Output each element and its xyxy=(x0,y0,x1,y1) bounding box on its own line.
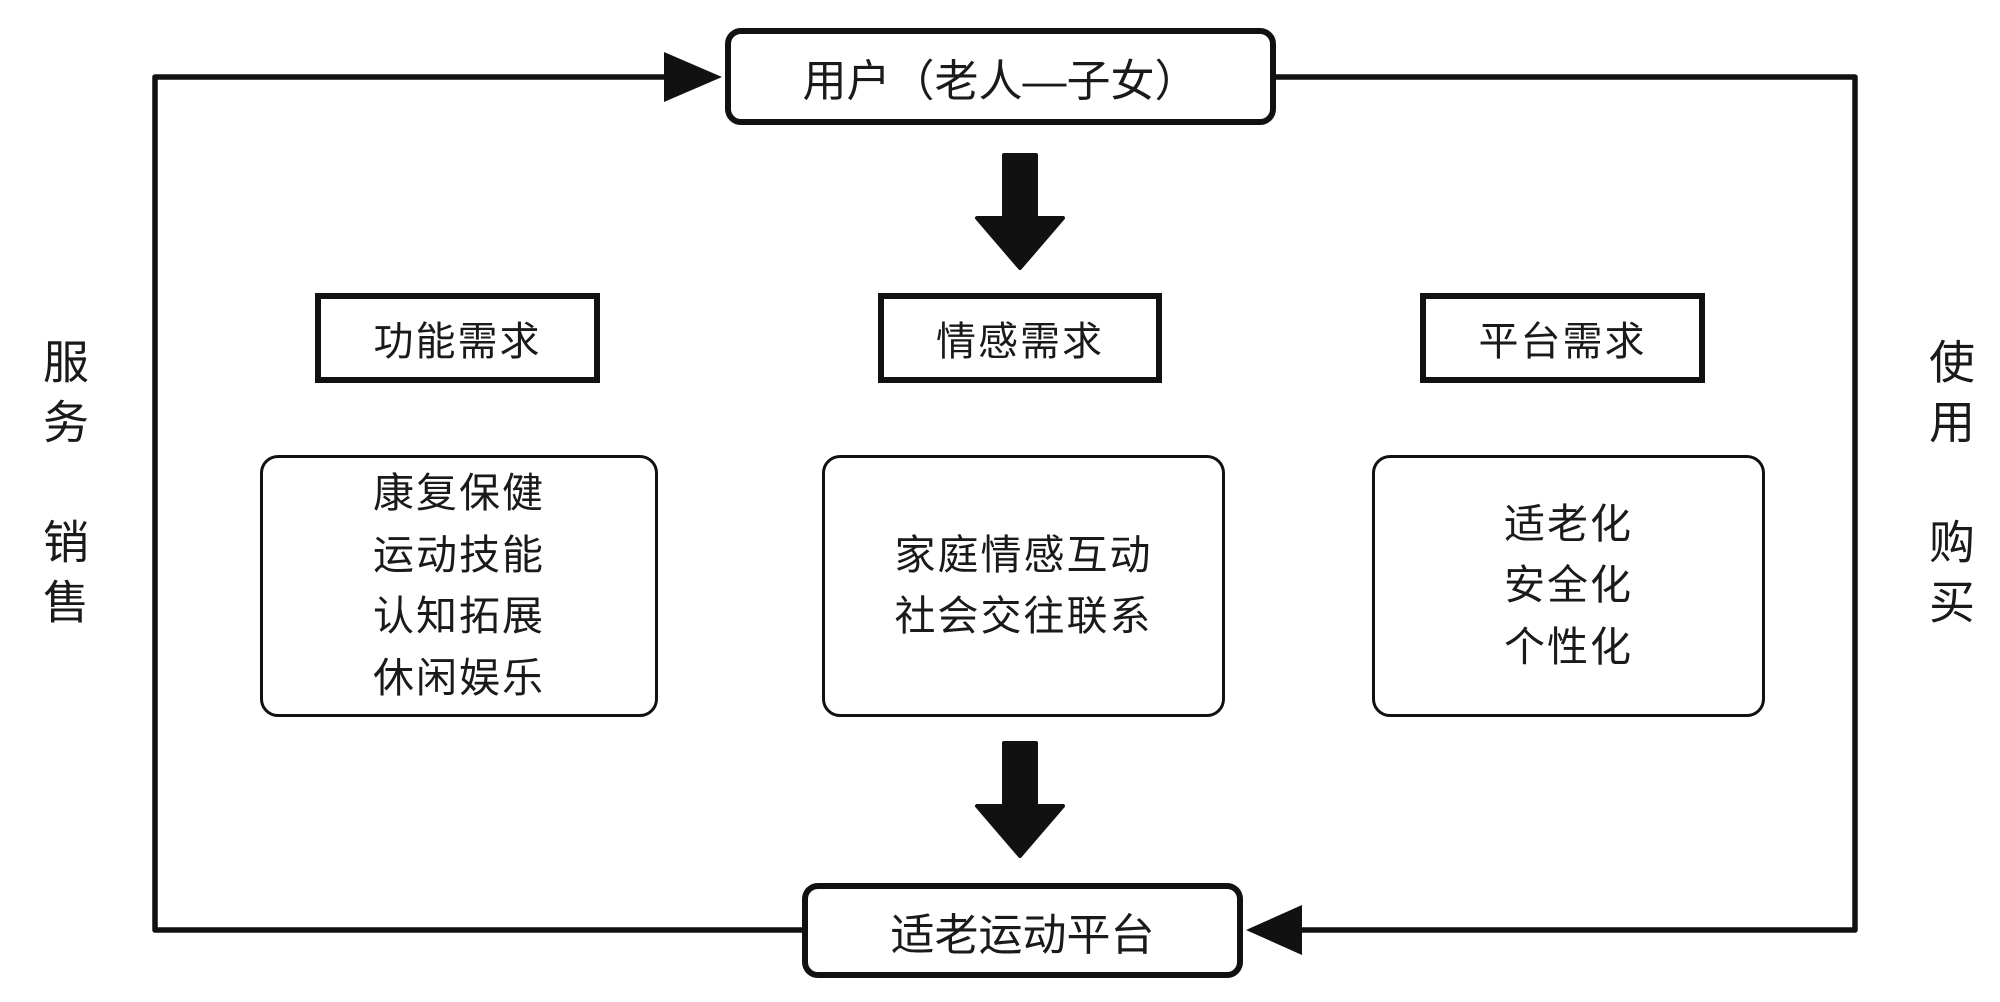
down-block-arrow-icon xyxy=(975,153,1065,270)
node-header-emotional-label: 情感需求 xyxy=(936,320,1104,364)
node-content-platform-needs: 适老化 安全化 个性化 xyxy=(1372,455,1765,717)
content-line: 康复保健 xyxy=(373,470,545,516)
node-header-platform-needs: 平台需求 xyxy=(1420,293,1705,383)
content-line: 安全化 xyxy=(1504,562,1633,609)
edge-label-service: 服务 xyxy=(37,338,89,458)
content-line: 运动技能 xyxy=(373,531,545,578)
node-header-functional-label: 功能需求 xyxy=(373,320,542,364)
node-content-emotional: 家庭情感互动 社会交往联系 xyxy=(822,455,1225,717)
node-platform: 适老运动平台 xyxy=(802,883,1243,978)
left-arrowhead-icon xyxy=(1246,905,1302,955)
content-line: 家庭情感互动 xyxy=(894,531,1153,578)
content-line: 休闲娱乐 xyxy=(373,654,545,701)
node-header-platform-needs-label: 平台需求 xyxy=(1478,320,1647,364)
node-user: 用户（老人—子女） xyxy=(725,28,1276,125)
node-header-emotional: 情感需求 xyxy=(878,293,1162,383)
edge-label-sales: 销售 xyxy=(37,518,89,638)
right-arrowhead-icon xyxy=(664,52,722,102)
content-line: 个性化 xyxy=(1504,623,1633,670)
edge-label-use: 使用 xyxy=(1923,338,1975,458)
edge-label-purchase: 购买 xyxy=(1923,518,1975,638)
node-platform-label: 适老运动平台 xyxy=(890,910,1155,960)
down-block-arrow-icon xyxy=(975,741,1065,858)
node-header-functional: 功能需求 xyxy=(315,293,600,383)
content-line: 社会交往联系 xyxy=(894,593,1153,639)
node-user-label: 用户（老人—子女） xyxy=(802,56,1199,106)
content-line: 认知拓展 xyxy=(373,593,545,639)
content-line: 适老化 xyxy=(1504,500,1633,547)
node-content-functional: 康复保健 运动技能 认知拓展 休闲娱乐 xyxy=(260,455,658,717)
